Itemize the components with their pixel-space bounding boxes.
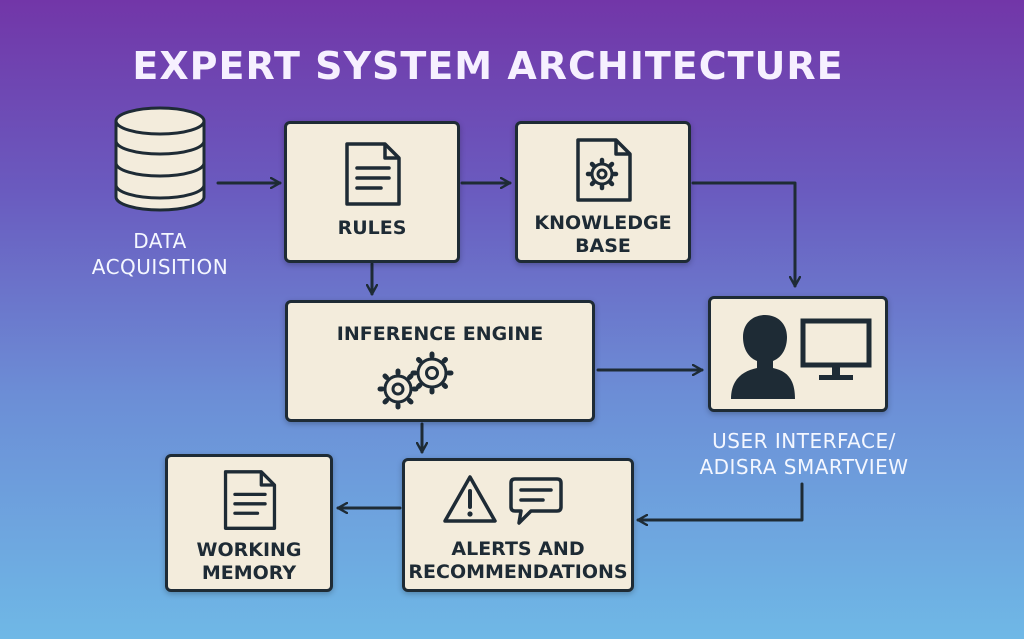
gears-icon <box>377 351 454 410</box>
page-title: EXPERT SYSTEM ARCHITECTURE <box>132 44 844 88</box>
warning-icon <box>443 475 497 523</box>
working-memory-label: WORKING MEMORY <box>196 539 302 584</box>
document-icon <box>223 470 277 530</box>
knowledge-base-label: KNOWLEDGE BASE <box>534 212 672 257</box>
arrow-ui-to-alerts <box>636 482 804 520</box>
inference-engine-label: INFERENCE ENGINE <box>336 323 544 345</box>
node-rules: RULES <box>284 121 460 263</box>
document-icon <box>345 142 401 206</box>
rules-label: RULES <box>337 217 407 239</box>
user-monitor-icon <box>731 315 872 399</box>
user-interface-box <box>708 296 888 412</box>
chat-icon <box>509 477 563 525</box>
data-acquisition-label: DATA ACQUISITION <box>91 229 229 279</box>
user-interface-label: USER INTERFACE/ ADISRA SMARTVIEW <box>699 429 909 479</box>
node-knowledge-base: KNOWLEDGE BASE <box>515 121 691 263</box>
node-working-memory: WORKING MEMORY <box>165 454 333 592</box>
node-alerts: ALERTS AND RECOMMENDATIONS <box>402 458 634 592</box>
gear-document-icon <box>576 138 632 202</box>
node-inference-engine: INFERENCE ENGINE <box>285 300 595 422</box>
database-icon <box>114 106 206 212</box>
alerts-label: ALERTS AND RECOMMENDATIONS <box>408 538 628 583</box>
arrow-knowledge-to-ui <box>691 181 795 288</box>
